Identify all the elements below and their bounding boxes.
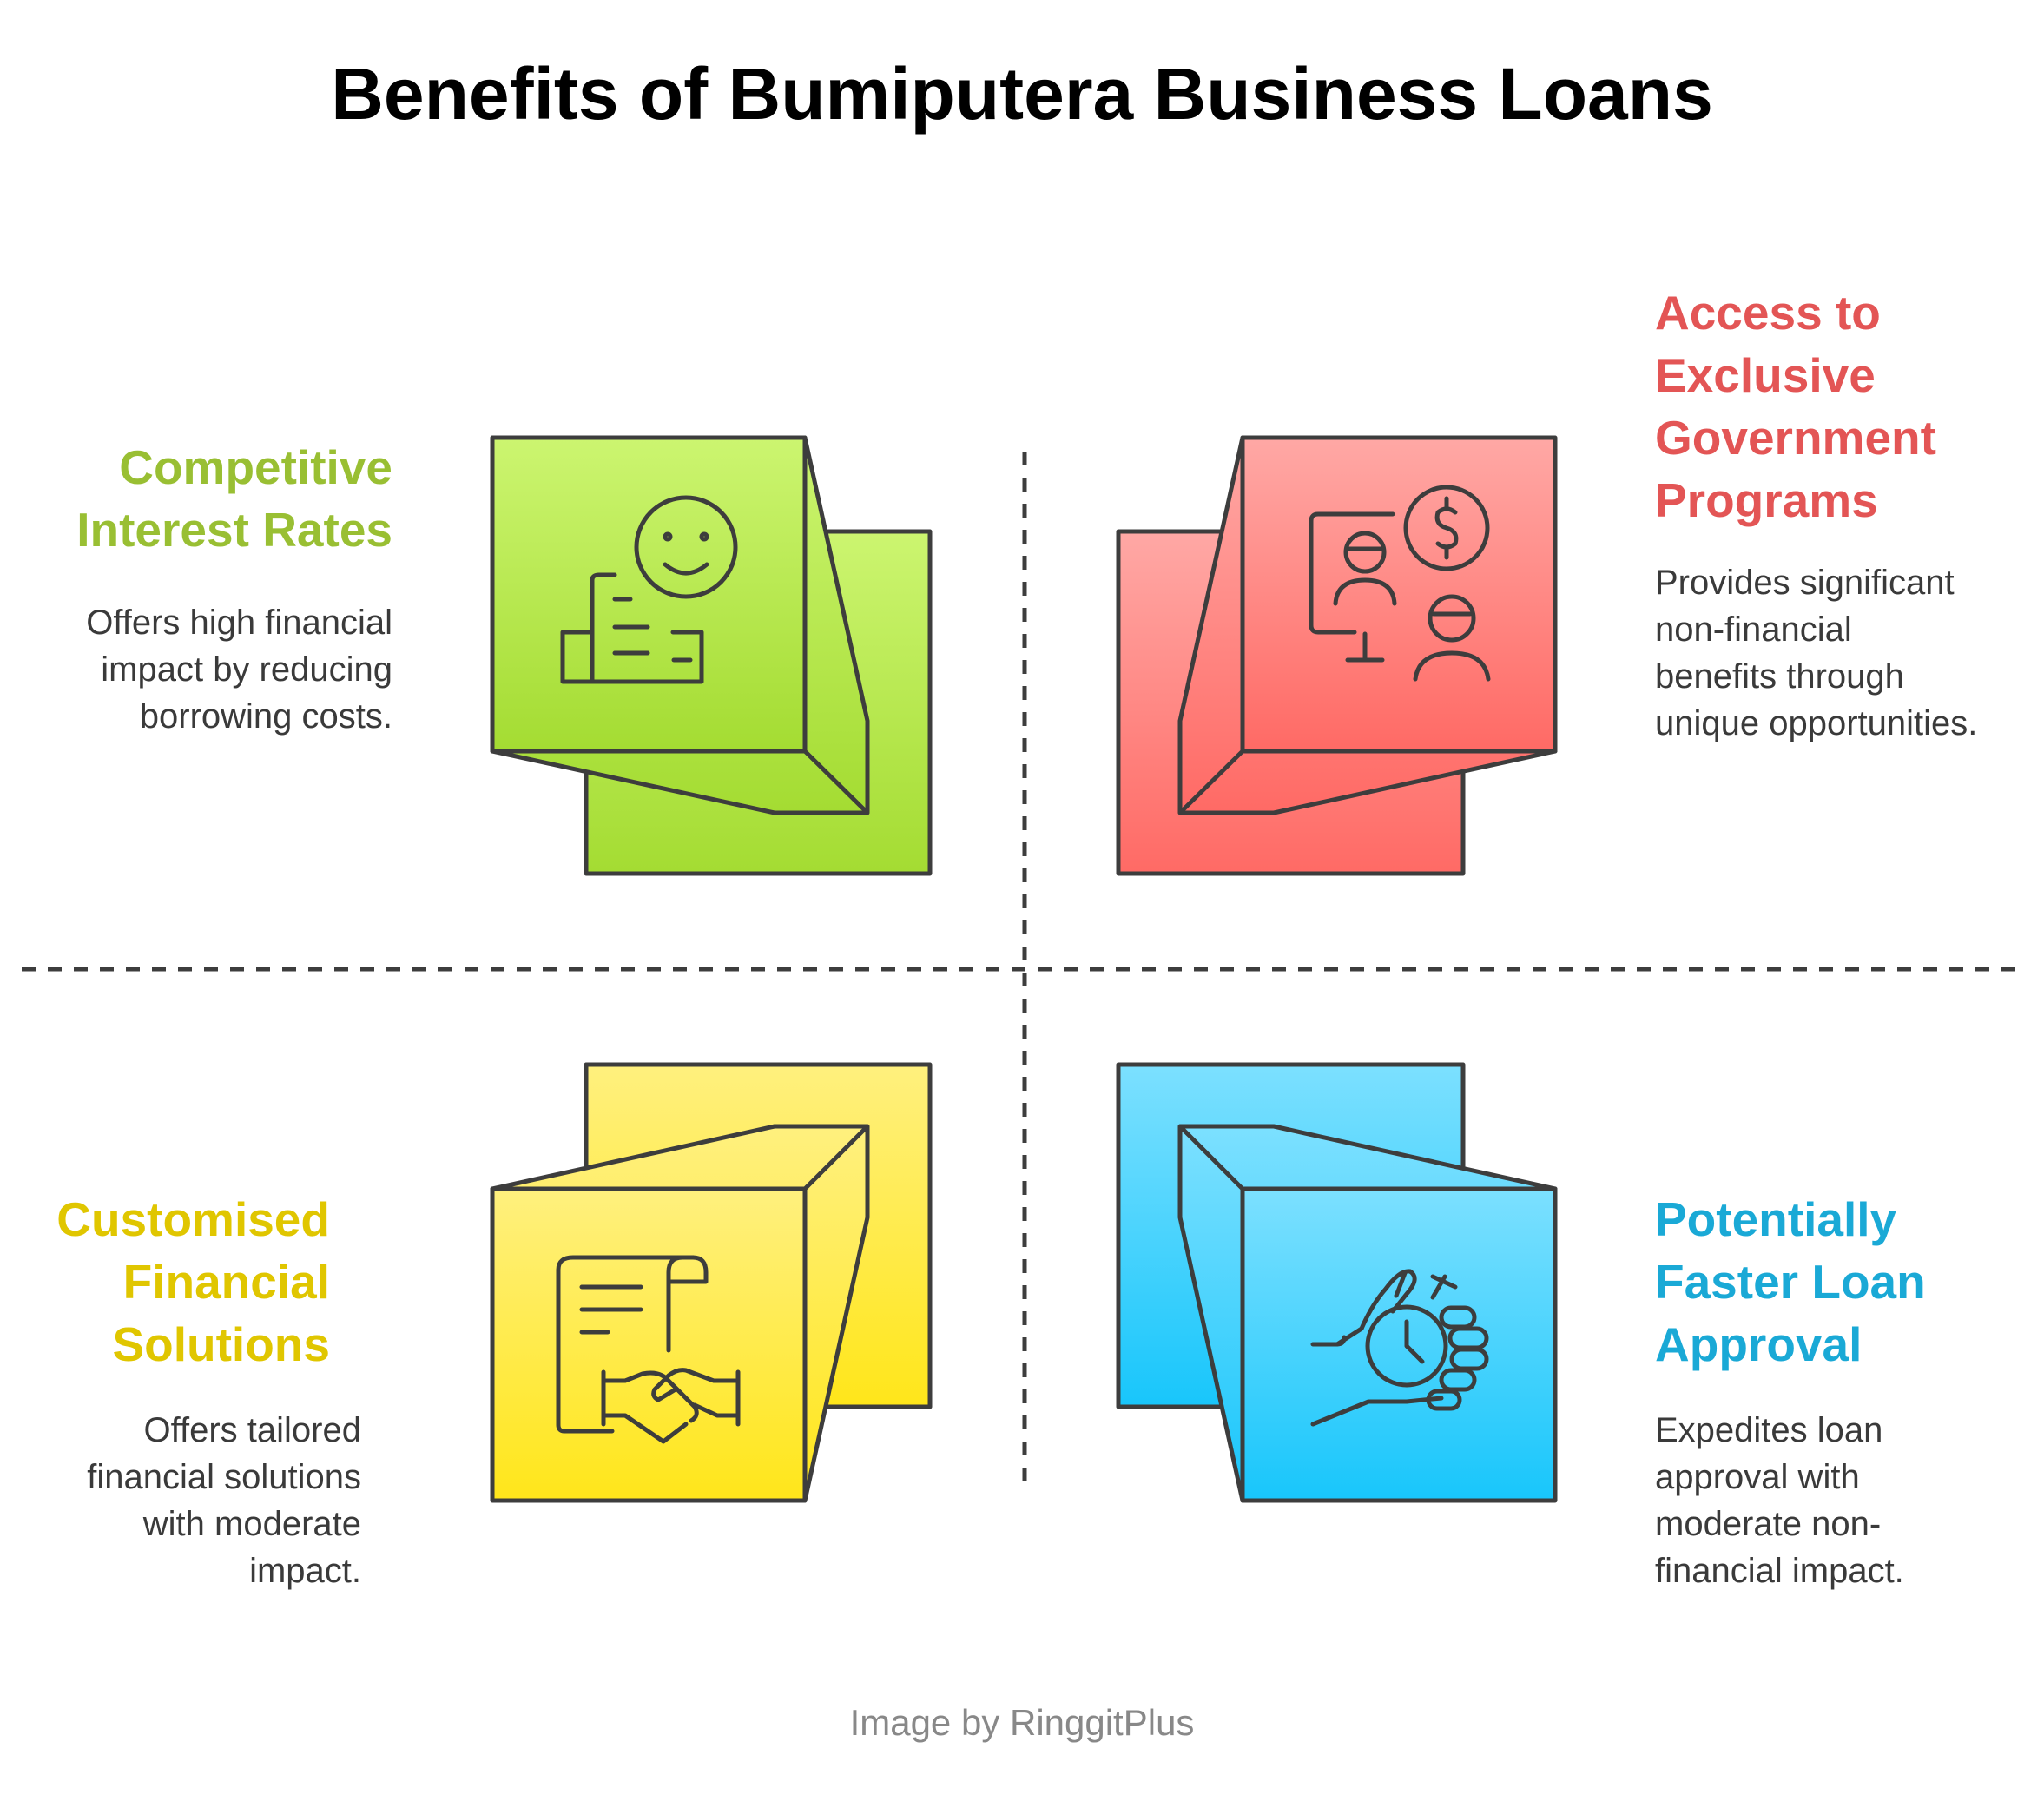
heading-line: Programs — [1655, 473, 1878, 527]
desc-competitive-interest-rates: Offers high financial impact by reducing… — [86, 599, 392, 740]
desc-line: moderate non- — [1655, 1505, 1882, 1543]
red-cube — [1116, 435, 1558, 876]
page-title: Benefits of Bumiputera Business Loans — [331, 53, 1713, 135]
green-cube — [490, 435, 933, 876]
desc-line: with moderate — [142, 1505, 361, 1543]
desc-customised-financial-solutions: Offers tailored financial solutions with… — [87, 1407, 361, 1594]
heading-exclusive-government-programs: Access to Exclusive Government Programs — [1655, 281, 1936, 531]
heading-customised-financial-solutions: Customised Financial Solutions — [56, 1188, 330, 1376]
heading-line: Exclusive — [1655, 348, 1876, 402]
document-handshake-icon — [556, 1255, 741, 1444]
desc-line: financial solutions — [87, 1458, 361, 1496]
desc-line: benefits through — [1655, 657, 1904, 696]
desc-line: impact. — [249, 1552, 361, 1590]
desc-exclusive-government-programs: Provides significant non-financial benef… — [1655, 559, 1977, 747]
desc-line: Offers tailored — [143, 1411, 362, 1449]
heading-line: Faster Loan — [1655, 1255, 1926, 1309]
heading-line: Access to — [1655, 286, 1881, 340]
desc-line: financial impact. — [1655, 1552, 1904, 1590]
receipt-smile-icon — [560, 495, 738, 684]
desc-line: borrowing costs. — [139, 697, 392, 736]
desc-line: Offers high financial — [86, 604, 392, 642]
heading-line: Potentially — [1655, 1192, 1897, 1246]
desc-line: Provides significant — [1655, 564, 1955, 602]
online-consultation-dollar-icon — [1309, 485, 1491, 682]
desc-line: unique opportunities. — [1655, 704, 1978, 742]
desc-line: Expedites loan — [1655, 1411, 1883, 1449]
heading-competitive-interest-rates: Competitive Interest Rates — [76, 436, 392, 561]
heading-line: Interest Rates — [76, 503, 392, 557]
blue-cube — [1116, 1062, 1558, 1503]
desc-line: impact by reducing — [101, 650, 392, 689]
heading-line: Financial — [122, 1255, 330, 1309]
heading-line: Government — [1655, 411, 1936, 465]
heading-faster-loan-approval: Potentially Faster Loan Approval — [1655, 1188, 1926, 1376]
heading-line: Solutions — [112, 1317, 330, 1371]
desc-line: approval with — [1655, 1458, 1860, 1496]
heading-line: Approval — [1655, 1317, 1863, 1371]
yellow-cube — [490, 1062, 933, 1503]
desc-line: non-financial — [1655, 610, 1852, 649]
hand-stopwatch-icon — [1310, 1269, 1489, 1427]
image-credit: Image by RinggitPlus — [849, 1702, 1195, 1743]
heading-line: Customised — [56, 1192, 330, 1246]
desc-faster-loan-approval: Expedites loan approval with moderate no… — [1655, 1407, 1904, 1594]
heading-line: Competitive — [119, 440, 392, 494]
